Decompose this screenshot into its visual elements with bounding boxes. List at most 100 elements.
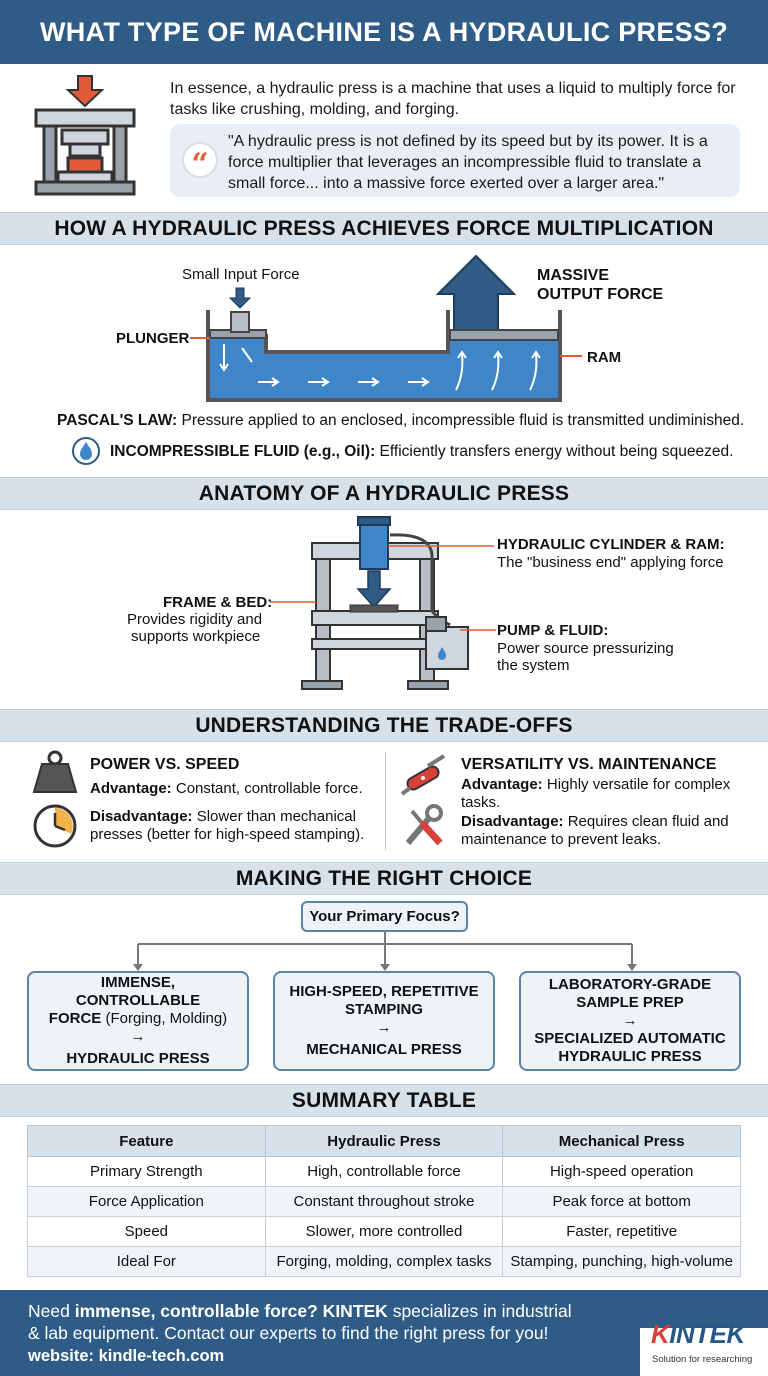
table-cell: Slower, more controlled <box>264 1216 504 1247</box>
pump-title: PUMP & FLUID: <box>497 622 609 639</box>
press-icon <box>34 75 136 196</box>
quote-icon: “ <box>182 142 218 180</box>
section-title: HOW A HYDRAULIC PRESS ACHIEVES FORCE MUL… <box>54 216 714 240</box>
pascals-law-text: Pressure applied to an enclosed, incompr… <box>177 412 745 429</box>
anatomy-leader-lines <box>270 545 494 603</box>
table-cell: Constant throughout stroke <box>264 1186 504 1217</box>
table-cell: Peak force at bottom <box>502 1186 741 1217</box>
table-cell: High-speed operation <box>502 1156 741 1187</box>
adv-text: Constant, controllable force. <box>171 780 363 797</box>
choice-line: IMMENSE, CONTROLLABLE <box>75 974 201 1009</box>
table-cell: High, controllable force <box>264 1156 504 1187</box>
pump-desc-1: Power source pressurizing <box>497 640 674 657</box>
column-header: Mechanical Press <box>502 1125 741 1157</box>
dis-text: Slower than mechanical presses (better f… <box>90 808 365 843</box>
table-header-row: Feature Hydraulic Press Mechanical Press <box>27 1125 741 1157</box>
table-cell: Primary Strength <box>27 1156 266 1187</box>
choice-result: MECHANICAL PRESS <box>306 1041 462 1058</box>
press-anatomy-illustration <box>301 516 469 690</box>
section-title: SUMMARY TABLE <box>291 1088 477 1112</box>
fluid-label: INCOMPRESSIBLE FLUID (e.g., Oil): <box>110 443 376 460</box>
quote-box <box>170 124 740 197</box>
choice-line: LABORATORY-GRADE <box>548 976 712 993</box>
choice-line: SAMPLE PREP <box>576 994 684 1011</box>
table-row: Ideal For Forging, molding, complex task… <box>27 1246 741 1277</box>
clock-icon <box>33 804 77 848</box>
table-row: Speed Slower, more controlled Faster, re… <box>27 1216 741 1247</box>
pascals-law: PASCAL'S LAW: Pressure applied to an enc… <box>57 412 744 430</box>
dis-label: Disadvantage: <box>90 808 193 825</box>
table-cell: Stamping, punching, high-volume <box>502 1246 741 1277</box>
section-header-tradeoffs: UNDERSTANDING THE TRADE-OFFS <box>0 709 768 742</box>
table-cell: Speed <box>27 1216 266 1247</box>
kintek-logo: KINTEK <box>651 1319 745 1350</box>
footer-text-bold: immense, controllable force? KINTEK <box>74 1301 388 1321</box>
arrow-icon: → <box>622 1012 638 1029</box>
dis-text: Requires clean fluid and maintenance to … <box>461 813 729 848</box>
page-title: WHAT TYPE OF MACHINE IS A HYDRAULIC PRES… <box>39 16 729 47</box>
hydraulic-diagram <box>190 254 582 402</box>
massive-output-label-1: MASSIVE <box>537 267 610 284</box>
adv-label: Advantage: <box>90 780 172 797</box>
section-header-choice: MAKING THE RIGHT CHOICE <box>0 862 768 895</box>
power-speed-disadvantage: Disadvantage: Slower than mechanical pre… <box>90 808 380 844</box>
arrow-icon: → <box>130 1028 146 1045</box>
adv-label: Advantage: <box>461 776 543 793</box>
table-cell: Force Application <box>27 1186 266 1217</box>
section-title: ANATOMY OF A HYDRAULIC PRESS <box>198 481 570 505</box>
massive-output-label-2: OUTPUT FORCE <box>537 286 664 303</box>
section-title: UNDERSTANDING THE TRADE-OFFS <box>195 713 573 737</box>
choice-mechanical: HIGH-SPEED, REPETITIVE STAMPING → MECHAN… <box>273 971 495 1071</box>
water-drop-icon <box>72 437 100 465</box>
section-header-anatomy: ANATOMY OF A HYDRAULIC PRESS <box>0 477 768 510</box>
frame-desc-1: Provides rigidity and <box>127 611 263 628</box>
footer-text-part: Need <box>28 1301 75 1321</box>
quote-text: "A hydraulic press is not defined by its… <box>228 133 708 192</box>
versatility-disadvantage: Disadvantage: Requires clean fluid and m… <box>461 813 741 849</box>
plunger-label: PLUNGER <box>116 330 190 347</box>
choice-line-bold: FORCE <box>48 1010 102 1027</box>
adv-text: Highly versatile for complex tasks. <box>461 776 731 811</box>
logo-tagline: Solution for researching <box>652 1354 753 1365</box>
pump-desc-2: the system <box>497 657 570 674</box>
frame-desc-2: supports workpiece <box>131 628 261 645</box>
pump-leader-line <box>460 629 496 631</box>
weight-icon <box>32 750 78 793</box>
power-speed-advantage: Advantage: Constant, controllable force. <box>90 780 380 798</box>
choice-result: SPECIALIZED AUTOMATIC <box>534 1030 726 1047</box>
small-input-label: Small Input Force <box>182 266 300 283</box>
choice-line-normal: (Forging, Molding) <box>101 1010 228 1027</box>
pascals-law-label: PASCAL'S LAW: <box>57 412 178 429</box>
table-row: Force Application Constant throughout st… <box>27 1186 741 1217</box>
choice-result: HYDRAULIC PRESS <box>66 1050 210 1067</box>
choice-line: STAMPING <box>344 1001 424 1018</box>
versatility-advantage: Advantage: Highly versatile for complex … <box>461 776 741 812</box>
choice-line: FORCE (Forging, Molding) <box>49 1010 227 1028</box>
multitool-icon <box>400 754 446 796</box>
column-header: Hydraulic Press <box>264 1125 504 1157</box>
primary-focus-box: Your Primary Focus? <box>301 901 468 932</box>
table-cell: Ideal For <box>27 1246 266 1277</box>
summary-table: Feature Hydraulic Press Mechanical Press… <box>27 1125 741 1277</box>
frame-title: FRAME & BED: <box>163 594 273 611</box>
section-header-summary: SUMMARY TABLE <box>0 1084 768 1117</box>
fluid-text: Efficiently transfers energy without bei… <box>375 443 734 460</box>
logo-k: K <box>651 1319 670 1349</box>
dis-label: Disadvantage: <box>461 813 564 830</box>
section-header-force: HOW A HYDRAULIC PRESS ACHIEVES FORCE MUL… <box>0 212 768 245</box>
logo-background <box>640 1328 768 1376</box>
footer-text: Need immense, controllable force? KINTEK… <box>28 1300 588 1344</box>
intro-text: In essence, a hydraulic press is a machi… <box>170 80 736 118</box>
cylinder-title: HYDRAULIC CYLINDER & RAM: <box>497 536 725 553</box>
table-cell: Forging, molding, complex tasks <box>264 1246 504 1277</box>
choice-connectors <box>133 932 637 971</box>
choice-line: HIGH-SPEED, REPETITIVE <box>289 983 479 1000</box>
choice-result: HYDRAULIC PRESS <box>558 1048 702 1065</box>
choice-hydraulic: IMMENSE, CONTROLLABLE FORCE (Forging, Mo… <box>27 971 249 1071</box>
choice-specialized: LABORATORY-GRADE SAMPLE PREP → SPECIALIZ… <box>519 971 741 1071</box>
footer: Need immense, controllable force? KINTEK… <box>0 1290 768 1376</box>
website-link[interactable]: website: kindle-tech.com <box>28 1347 225 1365</box>
tradeoffs-divider <box>385 752 386 850</box>
title-bar: WHAT TYPE OF MACHINE IS A HYDRAULIC PRES… <box>0 0 768 64</box>
cylinder-desc: The "business end" applying force <box>497 554 724 571</box>
